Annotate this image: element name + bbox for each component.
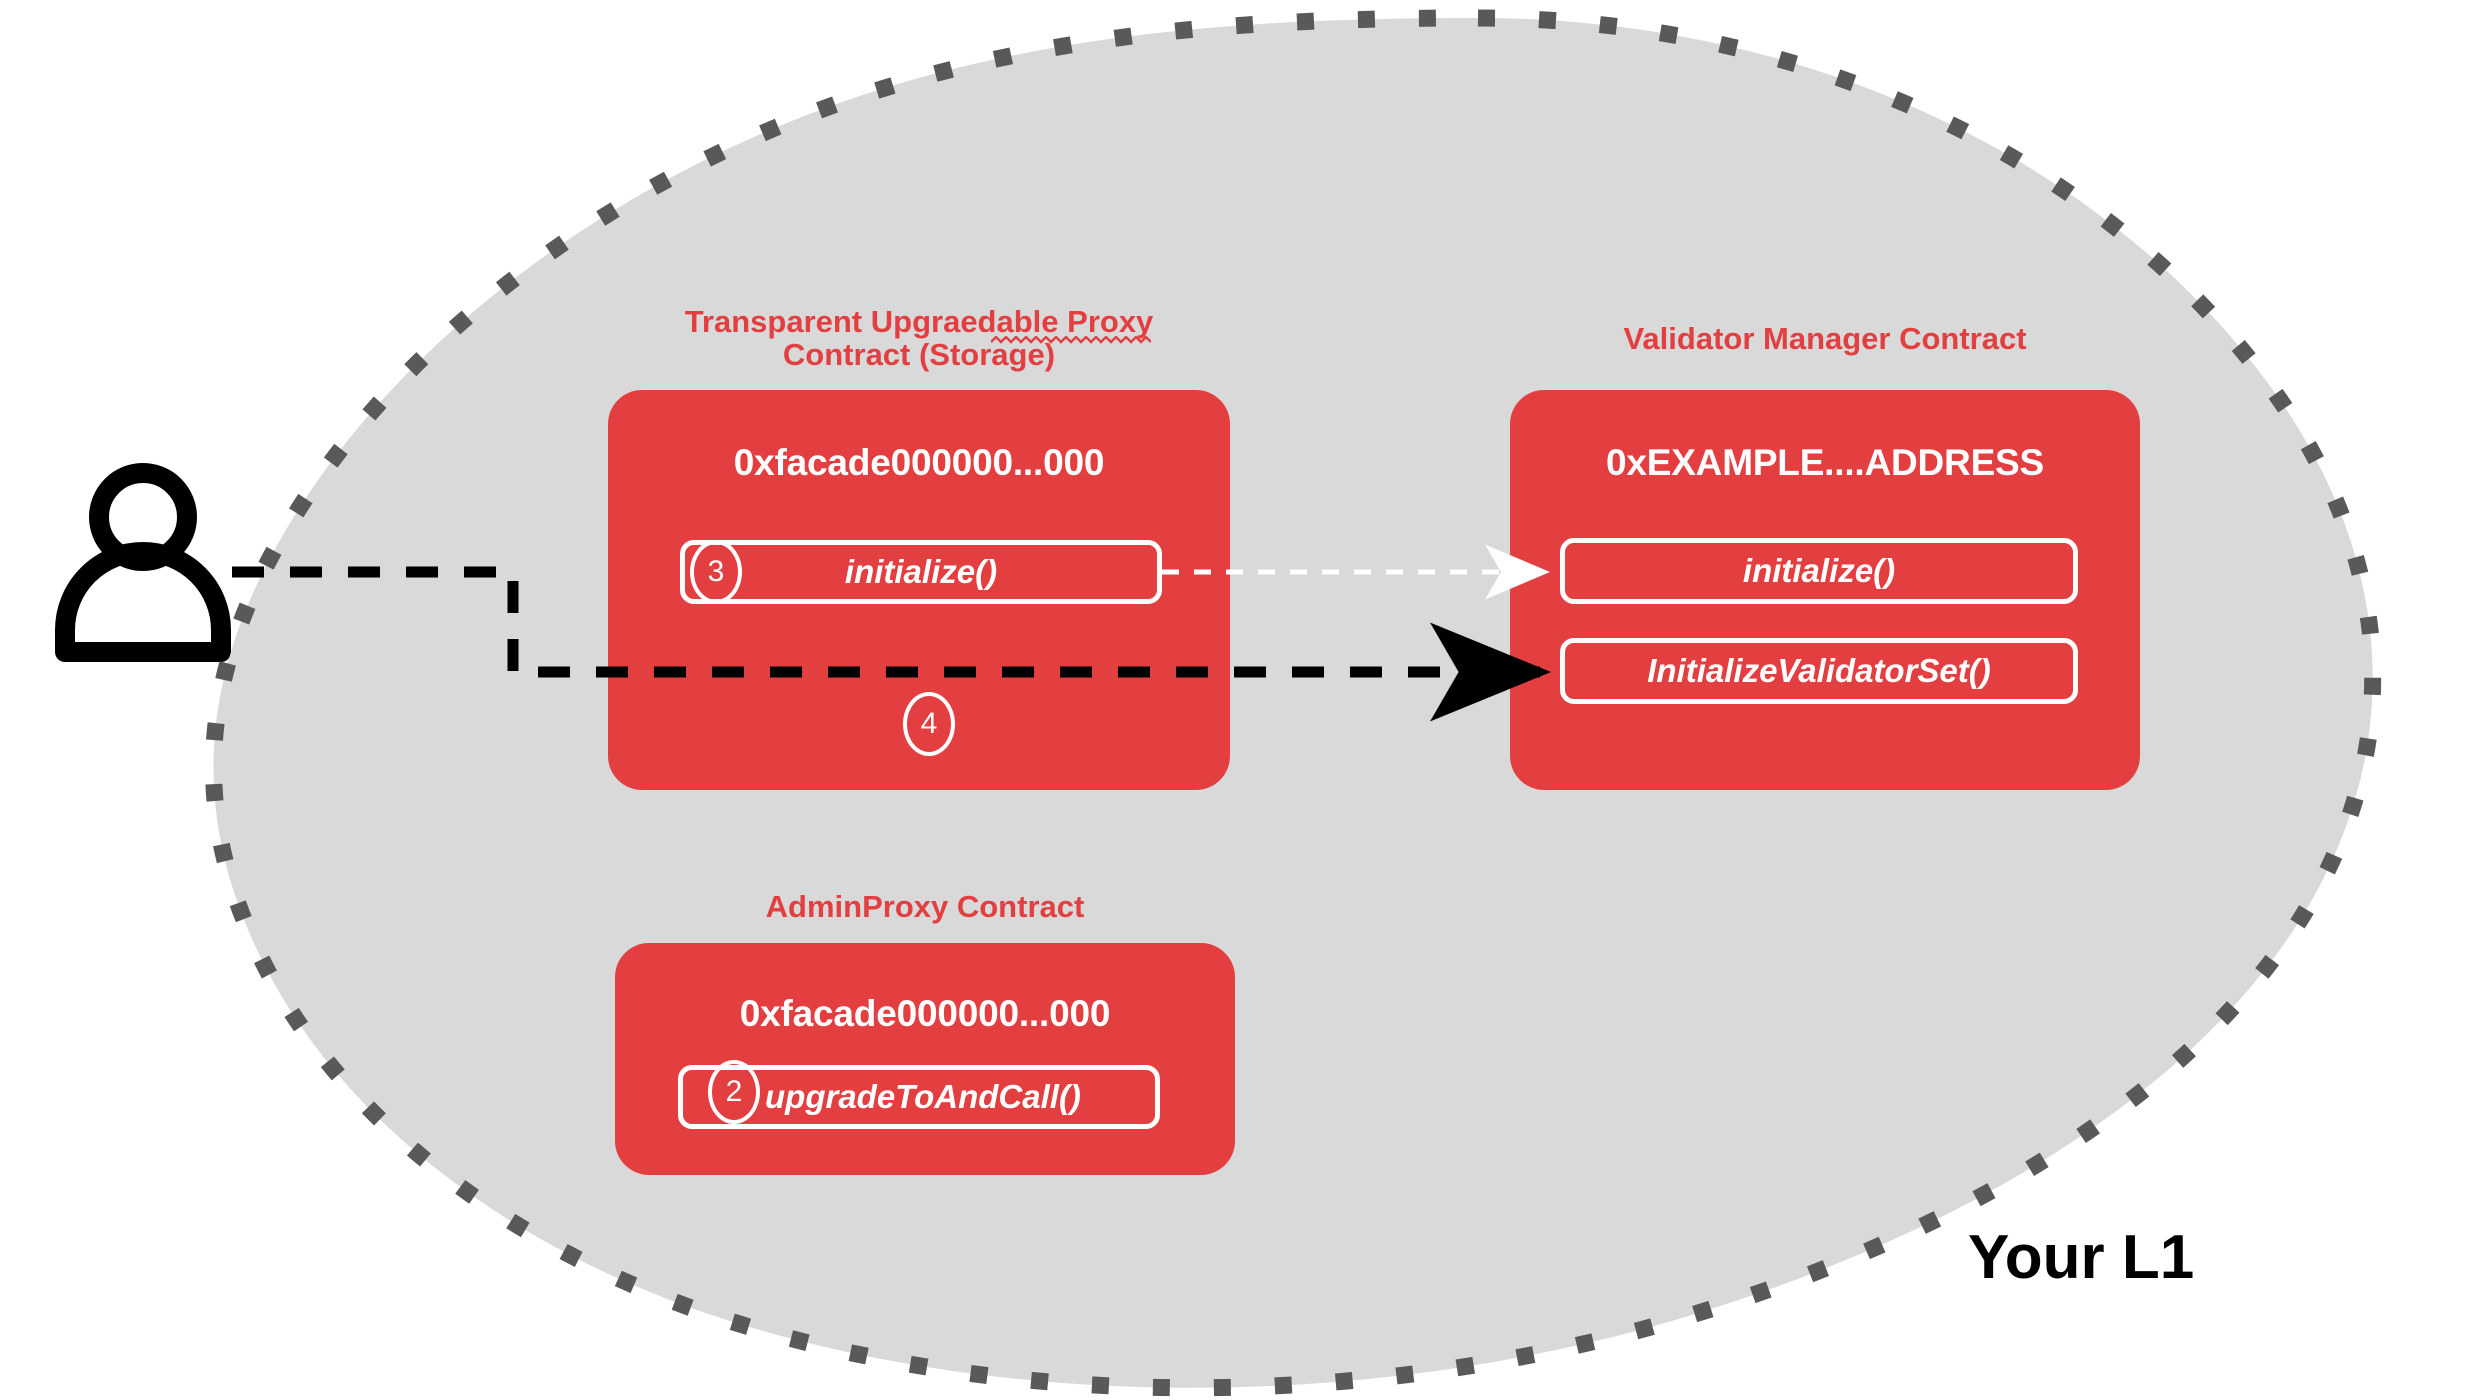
your-l1-label: Your L1 bbox=[1968, 1223, 2195, 1292]
pill-vm-initialize[interactable]: initialize() bbox=[1560, 538, 2078, 604]
pill-upgrade-to-and-call[interactable]: upgradeToAndCall() bbox=[678, 1065, 1160, 1129]
pill-vm-initialize-validator-set-label: InitializeValidatorSet() bbox=[1647, 652, 1991, 689]
badge-step-4: 4 bbox=[903, 692, 955, 756]
caption-proxy-misspelled-word: Upgraedable bbox=[870, 304, 1059, 339]
proxy-address: 0xfacade000000...000 bbox=[733, 442, 1105, 483]
caption-proxy-line1-prefix: Transparent bbox=[684, 304, 871, 339]
caption-validator-manager: Validator Manager Contract bbox=[1623, 321, 2027, 356]
card-admin-proxy[interactable]: 0xfacade000000...000 upgradeToAndCall() bbox=[615, 943, 1235, 1175]
user-icon bbox=[55, 463, 231, 662]
admin-proxy-address: 0xfacade000000...000 bbox=[739, 993, 1111, 1034]
pill-upgrade-to-and-call-label: upgradeToAndCall() bbox=[765, 1078, 1081, 1115]
caption-proxy-line1-suffix: Proxy bbox=[1058, 304, 1154, 339]
validator-manager-address: 0xEXAMPLE....ADDRESS bbox=[1605, 442, 2045, 483]
caption-transparent-proxy: Transparent Upgraedable Proxy Contract (… bbox=[608, 305, 1230, 372]
spellcheck-squiggle-icon bbox=[991, 336, 1151, 344]
caption-admin-proxy: AdminProxy Contract bbox=[765, 889, 1085, 924]
pill-vm-initialize-label: initialize() bbox=[1742, 552, 1896, 589]
caption-proxy-line2: Contract (Storage) bbox=[782, 337, 1056, 373]
card-validator-manager[interactable]: 0xEXAMPLE....ADDRESS initialize() Initia… bbox=[1510, 390, 2140, 790]
pill-vm-initialize-validator-set[interactable]: InitializeValidatorSet() bbox=[1560, 638, 2078, 704]
badge-step-2: 2 bbox=[708, 1060, 760, 1124]
